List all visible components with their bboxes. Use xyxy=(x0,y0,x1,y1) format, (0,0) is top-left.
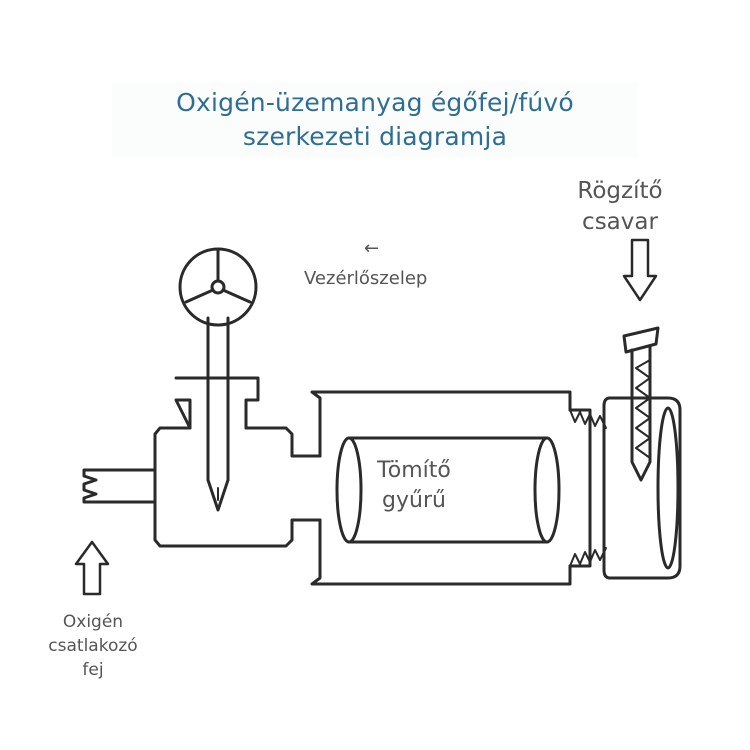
label-fixing-screw: Rögzítő csavar xyxy=(570,176,670,238)
title-box: Oxigén-üzemanyag égőfej/fúvó szerkezeti … xyxy=(112,82,638,158)
valve-bonnet xyxy=(174,376,260,430)
label-control-valve-arrow: ← xyxy=(364,238,380,259)
down-arrow-icon xyxy=(622,238,658,302)
handwheel xyxy=(178,247,258,327)
label-oxygen-connector: Oxigén csatlakozó fej xyxy=(28,610,158,682)
oxygen-nozzle xyxy=(82,468,157,504)
valve-stem xyxy=(206,316,230,512)
fixing-block xyxy=(602,396,682,580)
label-oxygen-connector-line-2: csatlakozó xyxy=(48,636,138,656)
label-seal-ring: Tömítő gyűrű xyxy=(364,456,464,516)
label-seal-ring-line-1: Tömítő xyxy=(377,458,451,483)
label-fixing-screw-line-2: csavar xyxy=(582,209,658,235)
outer-chamber xyxy=(310,390,607,586)
label-oxygen-connector-line-1: Oxigén xyxy=(62,612,124,632)
diagram-title-line-1: Oxigén-üzemanyag égőfej/fúvó xyxy=(176,88,574,117)
label-oxygen-connector-line-3: fej xyxy=(82,660,104,680)
label-control-valve: Vezérlőszelep xyxy=(304,268,428,289)
diagram-title-line-2: szerkezeti diagramja xyxy=(242,122,508,151)
up-arrow-icon xyxy=(74,540,110,596)
valve-body xyxy=(153,426,322,548)
label-fixing-screw-line-1: Rögzítő xyxy=(577,178,663,204)
label-seal-ring-line-2: gyűrű xyxy=(382,488,446,513)
seal-ring-cylinder xyxy=(335,436,561,544)
fixing-screw xyxy=(622,326,660,482)
